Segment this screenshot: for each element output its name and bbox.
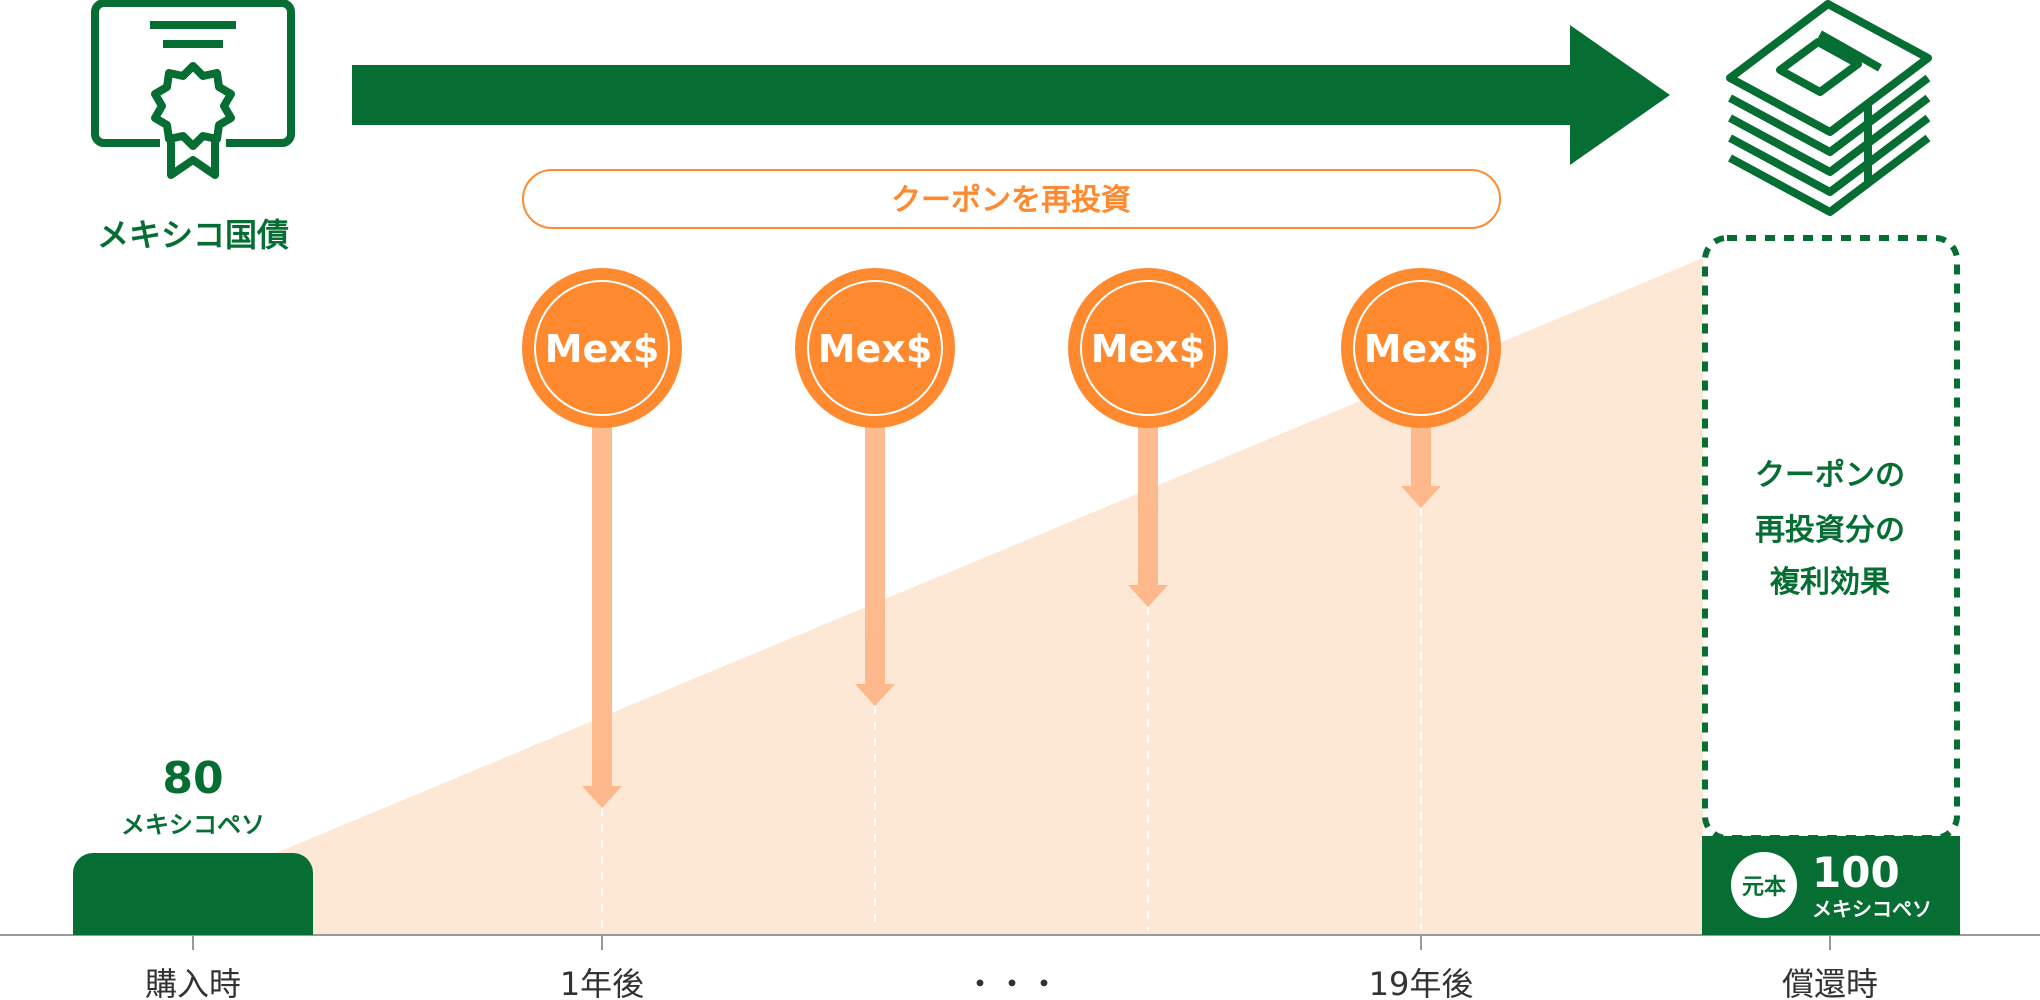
axis-label-purchase: 購入時	[145, 965, 241, 1000]
axis-label-year1: 1年後	[560, 965, 644, 1000]
compound-line-2: 再投資分の	[1755, 513, 1905, 548]
axis-label-ellipsis: ・・・	[964, 965, 1060, 1000]
coin-label: Mex$	[1364, 327, 1479, 371]
coupon-arrow-2	[855, 420, 895, 706]
coupon-arrows	[582, 420, 1441, 808]
axis-labels: 購入時 1年後 ・・・ 19年後 償還時	[145, 965, 1878, 1000]
certificate-ribbon-icon	[91, 0, 295, 179]
axis-label-year19: 19年後	[1369, 965, 1474, 1000]
reinvest-banner-label: クーポンを再投資	[891, 183, 1131, 218]
compound-line-1: クーポンの	[1755, 458, 1905, 493]
coin-label: Mex$	[545, 327, 660, 371]
principal-badge-label: 元本	[1742, 875, 1786, 900]
purchase-unit: メキシコペソ	[121, 811, 265, 839]
coin-label: Mex$	[818, 327, 933, 371]
purchase-value: 80	[162, 753, 223, 804]
coin-1: Mex$	[522, 268, 682, 428]
coupon-coins: Mex$ Mex$ Mex$ Mex$	[522, 268, 1501, 428]
coin-3: Mex$	[1068, 268, 1228, 428]
dashed-guides	[601, 508, 1422, 930]
bond-label: メキシコ国債	[97, 216, 289, 254]
banknote-stack-icon	[1726, 0, 1932, 216]
purchase-bar-base	[73, 893, 313, 935]
coupon-arrow-3	[1128, 420, 1168, 607]
compound-line-3: 複利効果	[1770, 565, 1890, 600]
coin-2: Mex$	[795, 268, 955, 428]
axis-ticks	[192, 935, 1831, 950]
coupon-arrow-4	[1401, 420, 1441, 508]
coin-label: Mex$	[1091, 327, 1206, 371]
compound-effect-text: クーポンの 再投資分の 複利効果	[1755, 458, 1905, 600]
coupon-arrow-1	[582, 420, 622, 808]
maturity-arrow	[352, 25, 1670, 165]
principal-badge	[1731, 852, 1797, 918]
coin-4: Mex$	[1341, 268, 1501, 428]
principal-unit: メキシコペソ	[1812, 897, 1932, 921]
principal-value: 100	[1812, 848, 1900, 897]
reinvest-banner	[522, 169, 1501, 229]
axis-label-redemption: 償還時	[1782, 965, 1878, 1000]
